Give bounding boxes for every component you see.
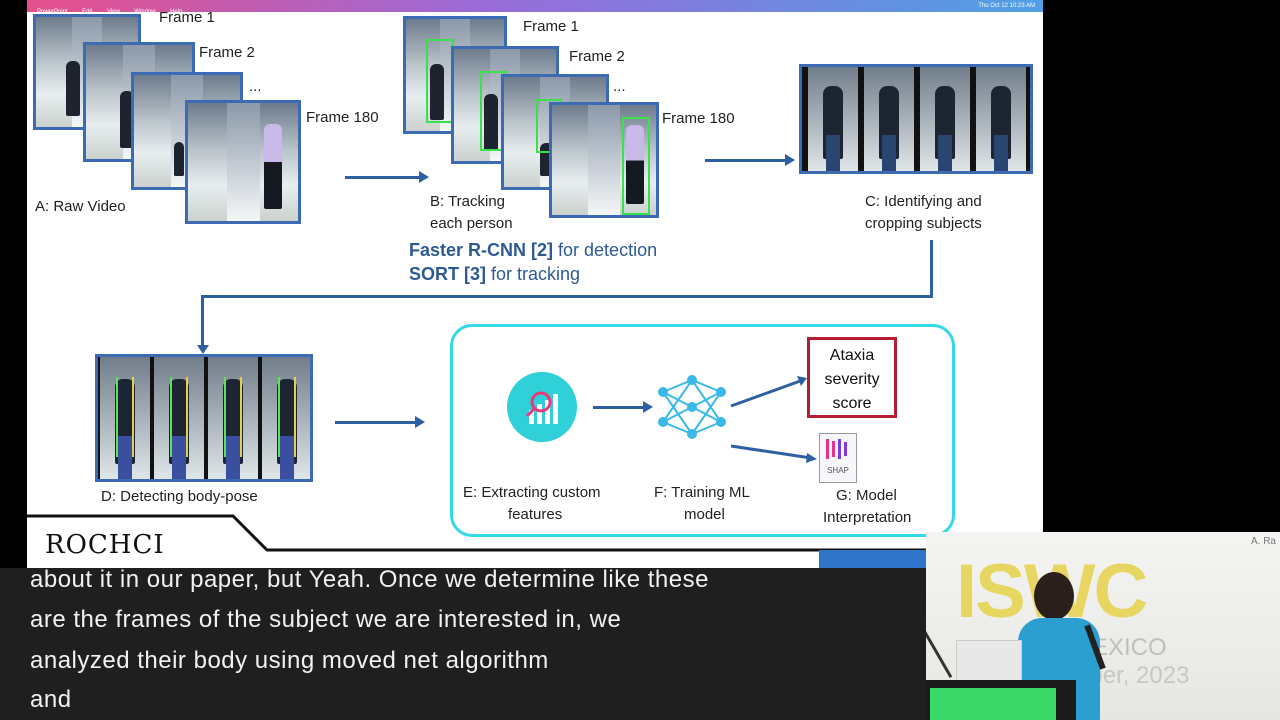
slide-bottom-rule	[27, 514, 1043, 552]
caption-line-3: and	[30, 686, 72, 713]
presenter-name-tag: A. Ra	[1250, 536, 1276, 547]
podium-microphone	[926, 615, 953, 679]
connector-horizontal	[201, 295, 933, 298]
speaker-video: ISWC MEXICO ober, 2023 A. Ra	[926, 532, 1280, 720]
method-detection: Faster R-CNN [2] for detection	[409, 240, 658, 260]
connector-arrowhead	[197, 345, 209, 354]
features-caption-line2: features	[508, 506, 563, 523]
tracked-ellipsis-label: ...	[613, 78, 626, 95]
shap-icon: SHAP	[819, 433, 857, 483]
method-tracking: SORT [3] for tracking	[409, 264, 581, 284]
caption-line-1: are the frames of the subject we are int…	[30, 606, 622, 633]
shap-label: SHAP	[827, 466, 849, 475]
ataxia-line3: score	[832, 395, 872, 412]
neural-network-icon	[655, 372, 729, 442]
menu-view[interactable]: View	[106, 9, 120, 15]
menu-edit[interactable]: Edit	[82, 9, 93, 15]
arrow-e-to-f	[593, 401, 653, 413]
connector-vertical-left	[201, 295, 204, 347]
app-menubar: PowerPoint Edit View Window Help Thu Oct…	[27, 0, 1043, 15]
presenter-head	[1034, 572, 1074, 620]
raw-frame-180-label: Frame 180	[306, 109, 379, 126]
menu-help[interactable]: Help	[170, 9, 183, 15]
caption-line-2: analyzed their body using moved net algo…	[30, 647, 549, 674]
ml-pipeline-box	[450, 324, 955, 537]
menubar-clock: Thu Oct 12 10:23 AM	[978, 3, 1035, 9]
presentation-slide: Frame 1 Frame 2 ... Frame 180 A: Raw Vid…	[27, 0, 1043, 570]
live-captions: about it in our paper, but Yeah. Once we…	[0, 568, 926, 720]
tracked-frame-180	[549, 102, 659, 218]
raw-frame-1-label: Frame 1	[159, 9, 215, 26]
raw-frame-2-label: Frame 2	[199, 44, 255, 61]
cropped-subjects-strip	[799, 64, 1033, 174]
raw-frame-180	[185, 100, 301, 224]
interpretation-caption-line1: G: Model	[836, 487, 897, 504]
training-caption-line1: F: Training ML	[654, 484, 750, 501]
caption-line-0: about it in our paper, but Yeah. Once we…	[30, 568, 709, 593]
menu-window[interactable]: Window	[134, 9, 156, 15]
cropping-caption-line1: C: Identifying and	[865, 193, 982, 210]
interpretation-caption-line2: Interpretation	[823, 509, 912, 526]
raw-video-caption: A: Raw Video	[35, 198, 126, 215]
laptop	[956, 640, 1022, 682]
body-pose-caption: D: Detecting body-pose	[101, 488, 258, 505]
connector-vertical-right	[930, 240, 933, 298]
cropping-caption-line2: cropping subjects	[865, 215, 982, 232]
raw-ellipsis-label: ...	[249, 78, 262, 95]
ataxia-line2: severity	[824, 371, 880, 388]
features-caption-line1: E: Extracting custom	[463, 484, 601, 501]
output-arrows	[730, 376, 817, 463]
lab-logo: ROCHCI	[45, 530, 165, 560]
menu-powerpoint[interactable]: PowerPoint	[37, 9, 68, 15]
tracking-caption-line1: B: Tracking	[430, 193, 506, 210]
ataxia-line1: Ataxia	[829, 347, 875, 364]
training-caption-line2: model	[684, 506, 725, 523]
podium-screen	[930, 688, 1056, 720]
arrow-b-to-c	[705, 154, 795, 166]
ataxia-score-box: Ataxia severity score	[807, 337, 897, 418]
tracking-caption-line2: each person	[430, 215, 513, 232]
arrow-a-to-b	[345, 171, 429, 183]
tracked-frame-180-label: Frame 180	[662, 110, 735, 127]
body-pose-strip	[95, 354, 313, 482]
tracked-frame-2-label: Frame 2	[569, 48, 625, 65]
tracked-frame-1-label: Frame 1	[523, 18, 579, 35]
arrow-d-to-e	[335, 416, 425, 428]
feature-extraction-icon	[507, 372, 577, 442]
